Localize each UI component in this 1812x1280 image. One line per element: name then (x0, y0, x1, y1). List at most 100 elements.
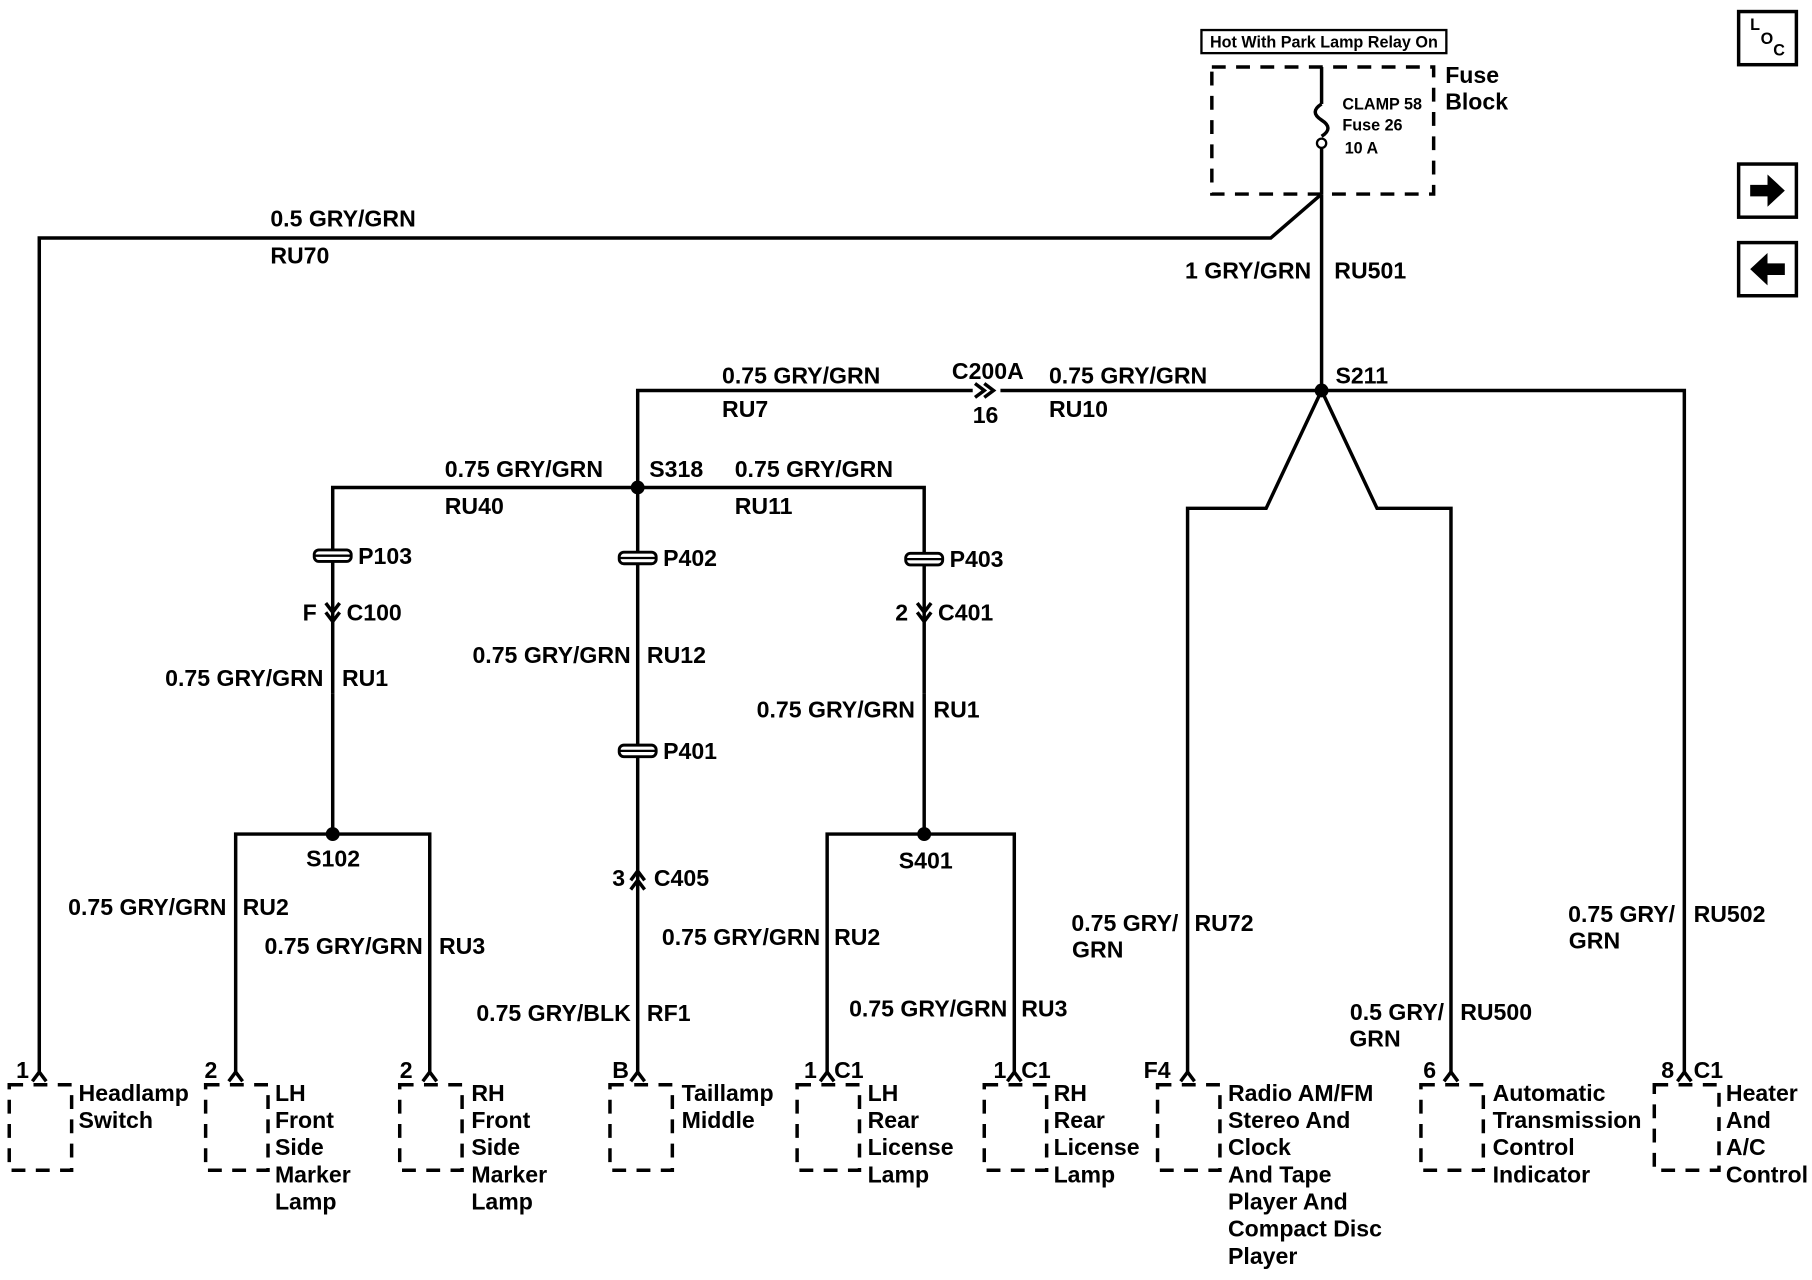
terminal-symbol (1676, 1069, 1693, 1083)
splice-s211: S211 (1335, 363, 1388, 389)
component-row: 1HeadlampSwitch2LHFrontSideMarkerLamp2RH… (7, 1057, 1808, 1269)
connector-c200a: C200A (952, 358, 1024, 384)
component-name-line: Lamp (275, 1189, 337, 1215)
wire-ru10-size: 0.75 GRY/GRN (1049, 363, 1207, 389)
component-pin: F4 (1144, 1057, 1171, 1083)
connector-c100-pin: F (303, 599, 317, 625)
connector-c401-symbol (915, 601, 933, 625)
component-name-line: Player (1228, 1243, 1297, 1269)
wire-rf1-size: 0.75 GRY/BLK (476, 1000, 631, 1026)
wire-ru3b-size: 0.75 GRY/GRN (849, 996, 1007, 1022)
component-outline (1419, 1083, 1486, 1172)
wire-ru10-id: RU10 (1049, 396, 1108, 422)
splice-s318: S318 (649, 456, 703, 482)
component-name-line: RH (471, 1080, 504, 1106)
terminal-symbol (1005, 1069, 1023, 1083)
wire-ru7 (635, 388, 973, 488)
component-name-line: A/C (1726, 1134, 1766, 1160)
wire-ru3b-id: RU3 (1021, 996, 1067, 1022)
component-name-line: Rear (1054, 1107, 1105, 1133)
wire-ru2b-size: 0.75 GRY/GRN (662, 924, 820, 950)
component-pin: 1 (804, 1057, 817, 1083)
wire-ru72-size-line2: GRN (1072, 937, 1123, 963)
wire-ru502 (1321, 388, 1687, 1075)
component-name-line: Stereo And (1228, 1107, 1350, 1133)
wire-ru70-id: RU70 (270, 242, 329, 268)
wire-ru3a-size: 0.75 GRY/GRN (265, 933, 423, 959)
wire-ru500-size-line1: 0.5 GRY/ (1350, 999, 1445, 1025)
component-pin: 1 (994, 1057, 1007, 1083)
wire-ru7-id: RU7 (722, 396, 768, 422)
component-name-line: Control (1726, 1161, 1808, 1187)
terminal-symbol (227, 1069, 244, 1083)
connector-c405-symbol (629, 868, 647, 891)
splice-s401: S401 (899, 848, 953, 874)
location-box[interactable] (1736, 9, 1799, 67)
component-name-line: RH (1054, 1080, 1087, 1106)
component-name-line: Automatic (1493, 1080, 1606, 1106)
component-name-line: Radio AM/FM (1228, 1080, 1373, 1106)
previous-page-button[interactable] (1736, 240, 1799, 298)
passthrough-p103: P103 (358, 543, 412, 569)
component-pin: 6 (1423, 1057, 1436, 1083)
wire-ru11-size: 0.75 GRY/GRN (735, 456, 893, 482)
component-name-line: Heater (1726, 1080, 1798, 1106)
component-name-line: Control (1493, 1134, 1575, 1160)
wire-ru502-size-line1: 0.75 GRY/ (1568, 901, 1676, 927)
component-outline (7, 1083, 74, 1172)
connector-c200a-symbol (973, 382, 997, 399)
terminal-symbol (421, 1069, 439, 1083)
component-name-line: And (1726, 1107, 1771, 1133)
component-connector: C1 (1694, 1057, 1724, 1083)
terminal-symbol (1179, 1069, 1196, 1083)
terminal-symbol (30, 1069, 48, 1083)
component-name-line: Lamp (1054, 1161, 1116, 1187)
component-outline (397, 1083, 464, 1172)
wire-ru72-size-line1: 0.75 GRY/ (1071, 910, 1179, 936)
component-outline (795, 1083, 862, 1172)
component-name-line: Clock (1228, 1134, 1291, 1160)
component-name-line: Indicator (1493, 1161, 1591, 1187)
connector-c405: C405 (654, 865, 709, 891)
wire-ru502-size-line2: GRN (1569, 927, 1620, 953)
connector-c405-pin: 3 (612, 865, 625, 891)
component-name-line: Lamp (471, 1189, 533, 1215)
wire-ru12-id: RU12 (647, 642, 706, 668)
component-name-line: Player And (1228, 1189, 1348, 1215)
fuse-block-label-line2: Block (1445, 89, 1508, 115)
component-name-line: Side (471, 1134, 520, 1160)
wire-ru502-id: RU502 (1694, 901, 1766, 927)
wire-ru500 (1320, 389, 1453, 1075)
component-name-line: Lamp (868, 1161, 930, 1187)
connector-c100-symbol (324, 601, 342, 625)
fuse-terminal (1315, 137, 1328, 150)
component-name-line: Headlamp (79, 1080, 189, 1106)
component-name-line: Switch (79, 1107, 153, 1133)
wire-ru1b-id: RU1 (933, 696, 979, 722)
wire-ru11-id: RU11 (735, 493, 793, 519)
location-l: L (1750, 16, 1760, 34)
wire-ru3a-id: RU3 (439, 933, 485, 959)
wire-s102-branch (233, 693, 432, 1075)
next-page-button[interactable] (1736, 162, 1799, 219)
terminal-symbol (818, 1069, 836, 1083)
wire-ru70-size: 0.5 GRY/GRN (270, 205, 415, 231)
location-o: O (1761, 30, 1774, 48)
component-name-line: Middle (682, 1107, 755, 1133)
wire-ru501-id: RU501 (1334, 257, 1406, 283)
component-name-line: Taillamp (682, 1080, 774, 1106)
passthrough-p403: P403 (950, 546, 1004, 572)
component-name-line: LH (868, 1080, 899, 1106)
passthrough-p402-symbol (617, 550, 658, 566)
location-button[interactable]: L O C (1736, 9, 1799, 67)
wire-ru72-id: RU72 (1195, 910, 1254, 936)
fuse-number: Fuse 26 (1342, 117, 1402, 135)
relay-label-box (1200, 28, 1448, 55)
passthrough-p103-symbol (312, 548, 353, 563)
